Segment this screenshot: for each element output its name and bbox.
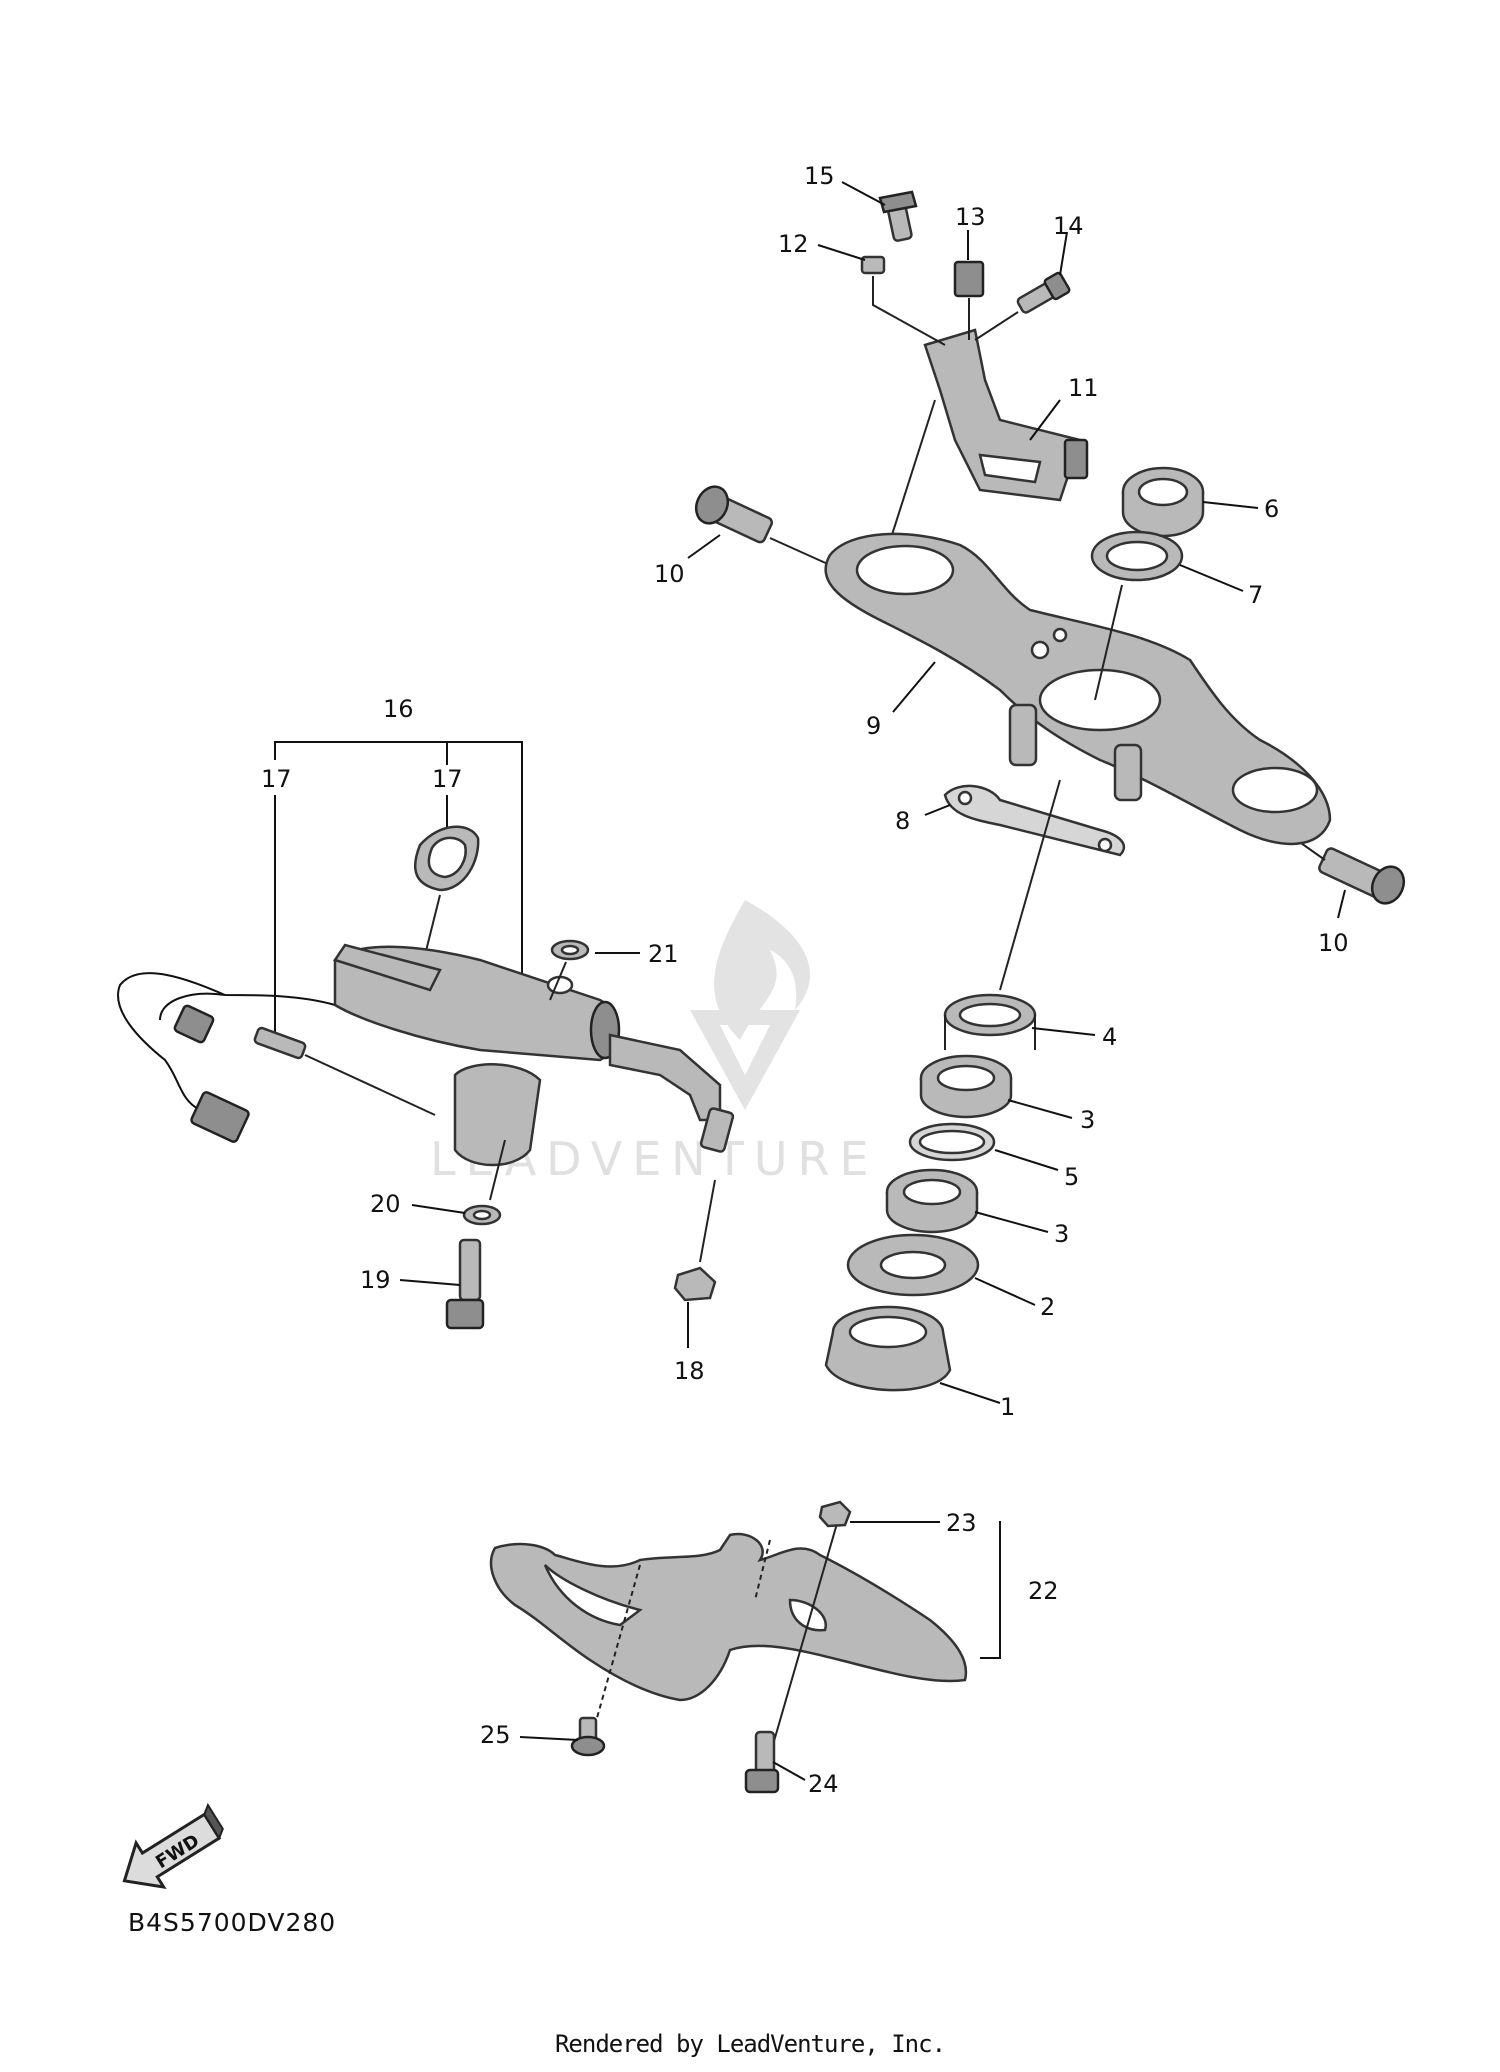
leader-4 [1031,1027,1096,1036]
part-3-bearing-lower [885,1168,979,1234]
part-10-bolt-upper [694,485,774,544]
part-23-nut [818,1500,852,1528]
callout-8: 8 [895,807,910,835]
callout-18: 18 [674,1357,705,1385]
callout-10a: 10 [654,560,685,588]
part-2-washer [846,1233,980,1297]
callout-12: 12 [778,230,809,258]
part-22-cover [489,1532,968,1702]
part-3-bearing-upper [919,1054,1013,1119]
axis-washer-20 [489,1139,506,1201]
axis-cover-24 [754,1539,771,1601]
callout-22: 22 [1028,1577,1059,1605]
callout-7: 7 [1248,581,1263,609]
part-1-seal [824,1305,952,1392]
leader-5 [994,1149,1059,1171]
callout-23: 23 [946,1509,977,1537]
leader-7 [1179,564,1244,592]
part-8-plate [943,784,1126,857]
callout-3b: 3 [1054,1220,1069,1248]
leader-14 [1059,231,1068,276]
leader-3a [1007,1099,1073,1119]
callout-11: 11 [1068,374,1099,402]
part-12-nut [860,255,886,275]
part-14-bolt [1016,271,1071,314]
leader-20 [411,1204,466,1214]
leader-12-bracket [872,276,946,346]
callout-5: 5 [1064,1163,1079,1191]
callout-3a: 3 [1080,1106,1095,1134]
part-6-ring-nut [1121,466,1205,538]
part-25-bolt [570,1716,606,1757]
leader-24 [772,1761,806,1781]
callout-4: 4 [1102,1023,1117,1051]
part-18-nut [673,1266,717,1302]
leader-10a [687,534,721,559]
callout-16: 16 [383,695,414,723]
callout-20: 20 [370,1190,401,1218]
part-10-bolt-lower [1318,847,1406,905]
axis-steering-stem [999,779,1061,991]
axis-pin-17 [304,1054,436,1116]
axis-bolt-10-upper [769,537,831,566]
callout-10b: 10 [1318,929,1349,957]
axis-cover-23-24 [769,1519,839,1756]
leader-19 [399,1279,461,1286]
part-21-washer [550,939,590,961]
leader-11 [1029,399,1061,441]
part-19-bolt [445,1238,485,1330]
part-16-steering-damper [117,943,735,1167]
leader-3b [974,1211,1049,1233]
part-9-upper-bracket [824,532,1332,846]
callout-17a: 17 [261,765,292,793]
part-11-bracket [923,328,1089,502]
part-17-clamp [413,825,480,892]
bracket-16 [274,741,523,1010]
leader-1 [939,1382,1001,1404]
callout-14: 14 [1053,212,1084,240]
leader-2 [974,1277,1036,1306]
footer-credit: Rendered by LeadVenture, Inc. [554,2030,946,2058]
axis-cover-25 [594,1564,641,1726]
leader-25 [519,1736,579,1741]
part-24-bolt [744,1730,780,1794]
fwd-arrow-icon: FWD [122,1802,224,1889]
leader-12 [817,244,866,261]
part-13-clip [953,260,985,298]
callout-17b: 17 [432,765,463,793]
callout-13: 13 [955,203,986,231]
callout-25: 25 [480,1721,511,1749]
callout-21: 21 [648,940,679,968]
leader-14-bracket [974,311,1019,341]
callout-24: 24 [808,1770,839,1798]
leader-6 [1202,501,1259,509]
part-4-dust-seal [943,993,1037,1050]
axis-washer-21 [549,961,567,1001]
callout-9: 9 [866,712,881,740]
leader-8 [924,804,951,816]
part-7-washer [1090,530,1184,582]
axis-nut-18 [699,1179,716,1263]
part-5-ring [908,1122,996,1162]
callout-6: 6 [1264,495,1279,523]
axis-washer-7-crown [1094,584,1123,701]
part-15-bolt [878,190,918,242]
callout-2: 2 [1040,1293,1055,1321]
leader-9 [892,661,936,713]
callout-1: 1 [1000,1393,1015,1421]
part-20-washer [462,1204,502,1226]
leader-15 [841,181,886,206]
axis-clamp-17 [424,894,441,956]
callout-15: 15 [804,162,835,190]
callout-19: 19 [360,1266,391,1294]
part-17-pin [253,1026,307,1060]
diagram-code: B4S5700DV280 [128,1908,337,1937]
leader-10b [1337,889,1346,919]
bracket-22 [980,1521,1001,1659]
